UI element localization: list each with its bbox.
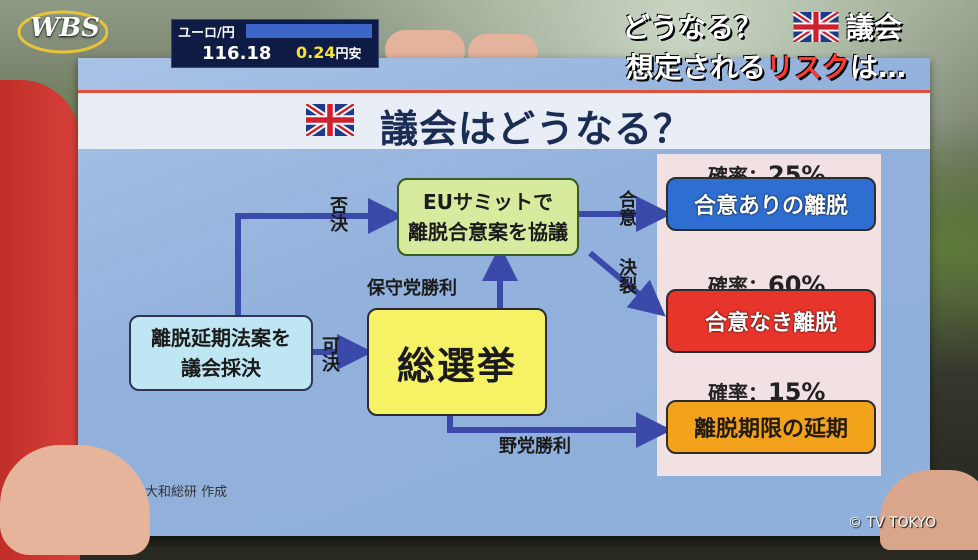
board-title: 議会はどうなる？ [380, 107, 693, 151]
caption-line2: 想定されるリスクは… [626, 51, 907, 84]
edge-label-passed: 可決 [319, 336, 340, 372]
arrow-opposition-win [447, 412, 672, 448]
node-extension-line2: 議会採決 [181, 356, 261, 380]
caption-risk: リスク [766, 51, 851, 84]
ticker-title: ユーロ/円 [178, 26, 235, 41]
board-accent-line [78, 90, 930, 93]
arrow-rejected [235, 198, 404, 315]
node-general-election: 総選挙 [367, 308, 547, 416]
edge-label-conservative-win: 保守党勝利 [367, 278, 457, 299]
edge-label-agreement: 合意 [616, 190, 637, 226]
node-eu-summit: EUサミットで離脱合意案を協議 [397, 178, 579, 256]
source-credit: 大和総研 作成 [145, 485, 228, 500]
caption-uk-flag-icon [793, 12, 839, 42]
node-summit-line1: EUサミットで [423, 190, 553, 214]
node-summit-line2: 離脱合意案を協議 [408, 220, 568, 244]
arrow-breakdown [588, 250, 666, 317]
caption-line1-parliament: 議会 [846, 11, 903, 44]
caption-line1: どうなる？ [622, 11, 763, 44]
outcome-no-deal-brexit: 合意なき離脱 [666, 289, 876, 353]
edge-label-opposition-win: 野党勝利 [499, 436, 571, 457]
wbs-logo: WBS [30, 13, 100, 43]
hand-bottom-right [880, 470, 978, 550]
title-band [78, 93, 930, 149]
uk-flag-icon [306, 104, 354, 136]
outcome-deal-brexit: 合意ありの離脱 [666, 177, 876, 231]
currency-ticker: ユーロ/円 116.18 0.24円安 [171, 19, 379, 68]
outcome-deadline-extension: 離脱期限の延期 [666, 400, 876, 454]
node-extension-bill-vote: 離脱延期法案を議会採決 [129, 315, 313, 391]
copyright-notice: © TV TOKYO [848, 515, 937, 531]
hand-bottom-left [0, 445, 150, 555]
ticker-value: 116.18 [202, 43, 272, 64]
node-extension-line1: 離脱延期法案を [151, 326, 291, 350]
wbs-logo-icon [17, 10, 108, 54]
edge-label-rejected: 否決 [327, 196, 348, 232]
ticker-strip [246, 24, 372, 38]
edge-label-breakdown: 決裂 [616, 258, 637, 294]
ticker-change: 0.24円安 [296, 43, 362, 62]
flow-arrows [235, 196, 672, 448]
